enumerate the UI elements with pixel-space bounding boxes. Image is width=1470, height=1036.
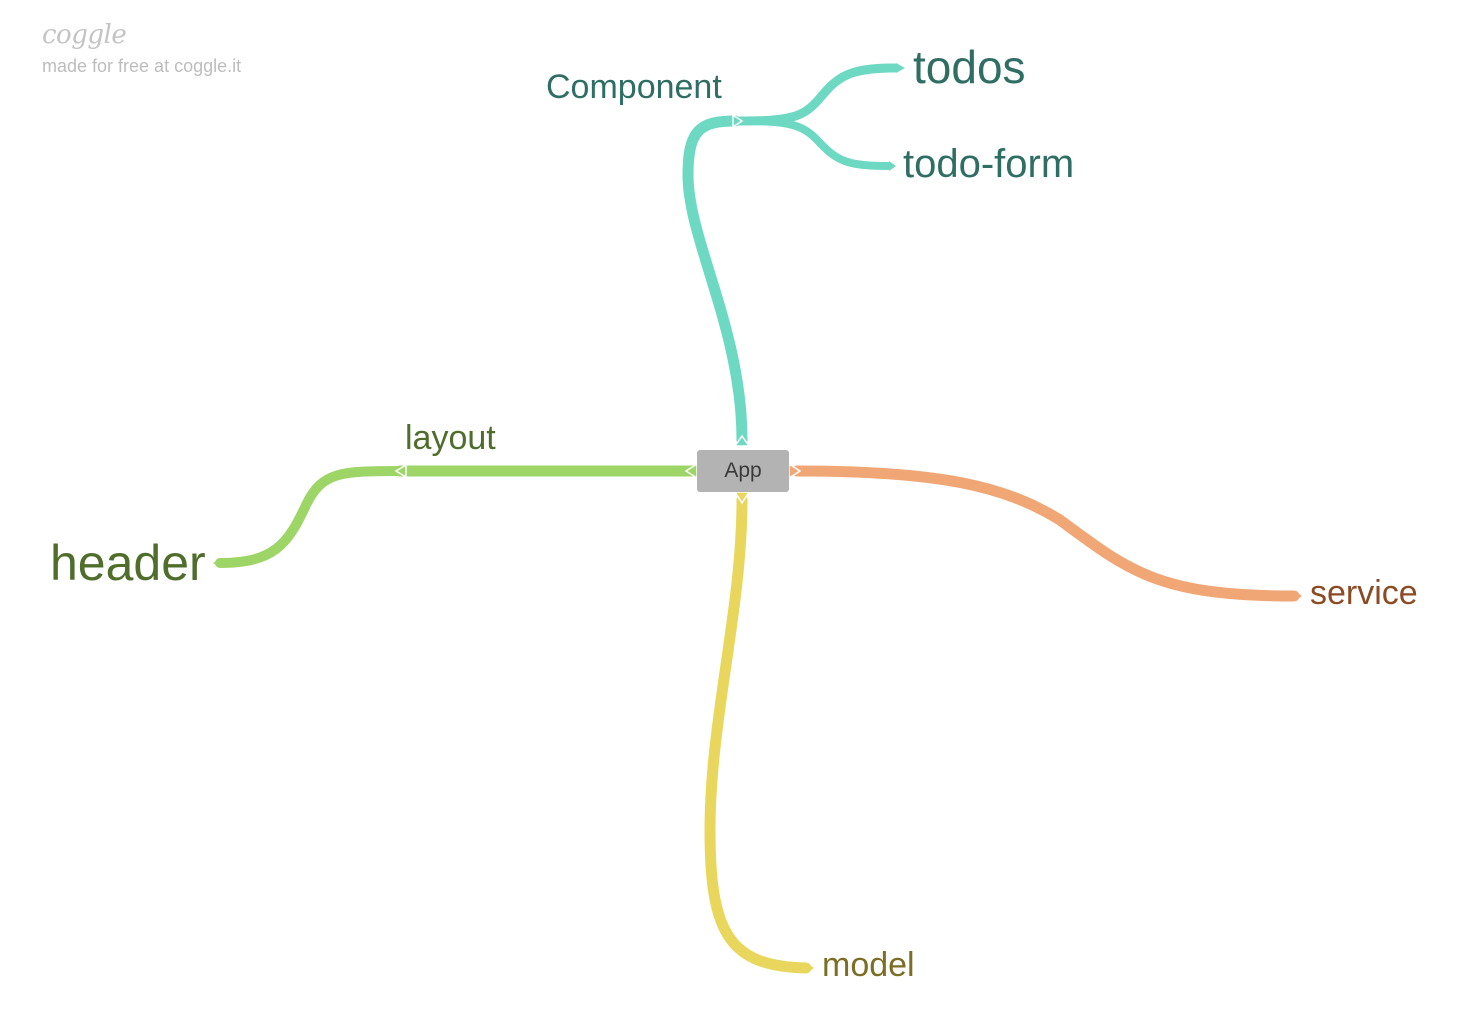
arrow-component-mark: [732, 113, 744, 129]
arrow-model-end: [807, 963, 814, 973]
branch-service: [791, 465, 1300, 602]
coggle-watermark: coggle made for free at coggle.it: [42, 18, 241, 77]
arrow-todo-form-end: [889, 161, 896, 171]
coggle-tagline: made for free at coggle.it: [42, 56, 242, 76]
node-layout[interactable]: layout: [405, 419, 496, 457]
arrow-service-end: [1295, 591, 1302, 601]
node-model[interactable]: model: [822, 946, 915, 984]
node-todos[interactable]: todos: [913, 41, 1026, 93]
edge-header: [215, 466, 405, 568]
node-component[interactable]: Component: [546, 68, 722, 106]
branch-model: [704, 494, 812, 974]
node-header[interactable]: header: [50, 535, 206, 591]
connector-marks: [213, 63, 1302, 973]
edge-todo-form: [734, 117, 892, 170]
root-node-label: App: [724, 459, 762, 482]
edge-todos: [733, 63, 900, 126]
arrow-todos-end: [896, 63, 905, 73]
coggle-logo: coggle: [42, 20, 127, 50]
node-service[interactable]: service: [1310, 574, 1418, 612]
arrow-right-mark: [788, 462, 802, 480]
branch-component: [682, 115, 748, 446]
arrow-layout-mark: [394, 463, 407, 479]
arrow-bottom-mark: [733, 491, 751, 505]
arrow-top-mark: [733, 434, 751, 447]
node-todo-form[interactable]: todo-form: [903, 142, 1075, 186]
arrow-header-end: [213, 558, 221, 568]
root-node[interactable]: App: [697, 450, 789, 492]
